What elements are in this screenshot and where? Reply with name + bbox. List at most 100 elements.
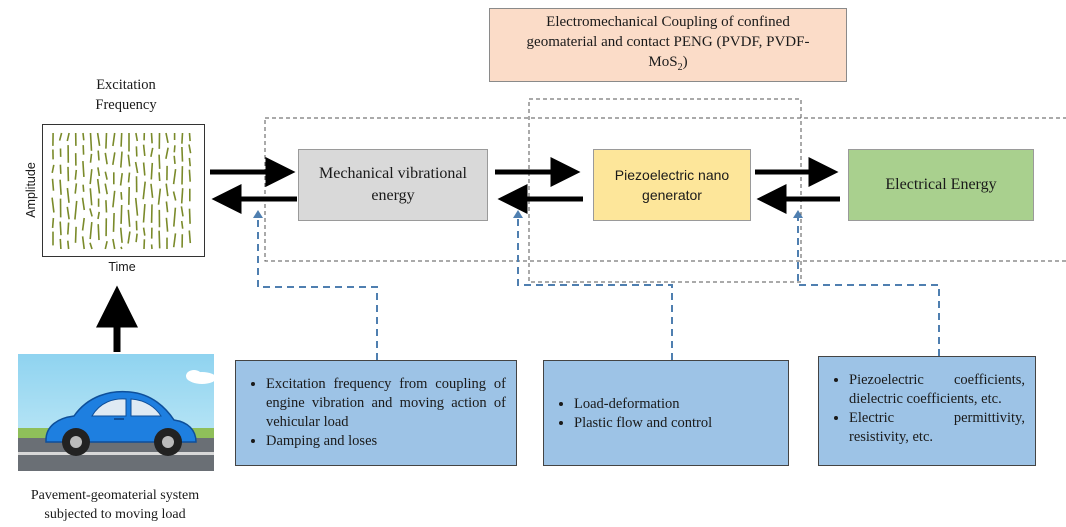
vibration-plot <box>42 124 205 257</box>
mechanical-energy-block: Mechanical vibrational energy <box>298 149 488 221</box>
info-item: Plastic flow and control <box>574 414 778 433</box>
vibration-stroke <box>135 132 139 142</box>
car-body <box>45 390 197 443</box>
vibration-stroke <box>158 154 161 169</box>
dashed-region-outer <box>264 117 1066 262</box>
vibration-stroke <box>96 132 101 147</box>
vibration-stroke <box>51 164 55 174</box>
vibration-stroke <box>165 183 169 197</box>
vibration-stroke <box>112 212 115 232</box>
vibration-stroke <box>51 217 55 228</box>
vibration-stroke <box>81 197 86 211</box>
info-box-excitation: Excitation frequency from coupling of en… <box>235 360 517 466</box>
vibration-stroke <box>74 183 78 194</box>
vibration-stroke <box>180 188 184 204</box>
vibration-stroke <box>172 168 177 185</box>
vibration-stroke <box>67 240 70 250</box>
vibration-stroke <box>172 191 177 201</box>
title-line-1: Electromechanical Coupling of confined <box>546 14 790 30</box>
vibration-stroke <box>120 132 123 147</box>
title-line-2: geomaterial and contact PENG (PVDF, PVDF… <box>526 34 810 50</box>
vibration-stroke <box>188 144 192 154</box>
vibration-stroke <box>173 155 176 164</box>
vibration-stroke <box>150 183 154 198</box>
vibration-stroke <box>188 208 191 224</box>
electrical-energy-block: Electrical Energy <box>848 149 1034 221</box>
vibration-stroke <box>119 172 123 186</box>
vibration-stroke <box>74 169 78 180</box>
vibration-stroke <box>97 224 100 241</box>
vibration-stroke <box>135 233 138 243</box>
vibration-stroke <box>81 217 85 231</box>
info-item: Piezoelectric coefficients, dielectric c… <box>849 371 1025 409</box>
car-scene <box>18 354 214 471</box>
vibration-stroke <box>127 209 131 227</box>
vibration-stroke <box>173 145 176 153</box>
vibration-stroke <box>150 132 153 144</box>
vibration-stroke <box>105 132 108 149</box>
dashed-arrowhead-2 <box>513 210 523 218</box>
vibration-stroke <box>74 200 78 220</box>
vibration-stroke <box>59 221 62 236</box>
vibration-lines <box>51 132 192 250</box>
dashed-region-peng <box>528 98 802 283</box>
vibration-stroke <box>142 227 146 236</box>
vibration-stroke <box>112 152 116 166</box>
info-box-coefficients: Piezoelectric coefficients, dielectric c… <box>818 356 1036 466</box>
vibration-stroke <box>58 132 63 141</box>
vibration-stroke <box>120 204 123 224</box>
vibration-stroke <box>66 132 70 142</box>
vibration-stroke <box>82 132 85 141</box>
vibration-stroke <box>82 161 85 177</box>
vibration-stroke <box>66 187 70 203</box>
vibration-stroke <box>82 184 85 192</box>
vibration-stroke <box>188 230 192 244</box>
pavement-caption: Pavement-geomaterial system subjected to… <box>30 488 200 522</box>
vibration-stroke <box>158 230 161 249</box>
vibration-stroke <box>127 154 131 167</box>
vibration-stroke <box>157 188 162 205</box>
vibration-stroke <box>181 146 184 162</box>
vibration-stroke <box>165 132 169 144</box>
vibration-stroke <box>172 233 177 248</box>
vibration-stroke <box>120 151 123 168</box>
vibration-stroke <box>165 201 169 213</box>
vibration-stroke <box>51 197 55 213</box>
vibration-stroke <box>188 132 191 142</box>
vibration-stroke <box>142 144 146 156</box>
vibration-stroke <box>173 207 177 227</box>
vibration-stroke <box>89 242 93 250</box>
vibration-stroke <box>158 172 161 182</box>
vibration-stroke <box>51 178 55 191</box>
vibration-stroke <box>97 167 101 177</box>
dashed-arrowhead-3 <box>793 210 803 218</box>
vibration-stroke <box>89 188 93 206</box>
vibration-stroke <box>81 236 85 250</box>
vibration-stroke <box>67 222 70 235</box>
vibration-stroke <box>165 217 169 232</box>
vibration-stroke <box>180 220 184 229</box>
dashed-connector-2 <box>517 217 673 360</box>
info-box-deformation: Load-deformation Plastic flow and contro… <box>543 360 789 466</box>
vibration-stroke <box>104 241 108 250</box>
vibration-stroke <box>188 169 191 182</box>
vibration-stroke <box>89 222 93 240</box>
vibration-stroke <box>142 162 146 176</box>
vibration-stroke <box>150 147 154 157</box>
vibration-stroke <box>74 226 77 243</box>
vibration-stroke <box>59 238 62 250</box>
time-axis-label: Time <box>108 260 136 274</box>
vibration-stroke <box>134 197 139 216</box>
vibration-stroke <box>188 157 191 167</box>
vibration-stroke <box>89 169 93 185</box>
vibration-stroke <box>150 162 154 180</box>
info-item: Excitation frequency from coupling of en… <box>266 375 506 432</box>
vibration-stroke <box>104 171 108 180</box>
vibration-stroke <box>112 238 116 250</box>
title-line-3: MoS2) <box>648 54 688 73</box>
info-item: Electric permittivity, resistivity, etc. <box>849 409 1025 447</box>
vibration-stroke <box>66 206 70 220</box>
vibration-stroke <box>96 178 101 194</box>
excitation-frequency-label: Excitation Frequency <box>95 77 157 113</box>
